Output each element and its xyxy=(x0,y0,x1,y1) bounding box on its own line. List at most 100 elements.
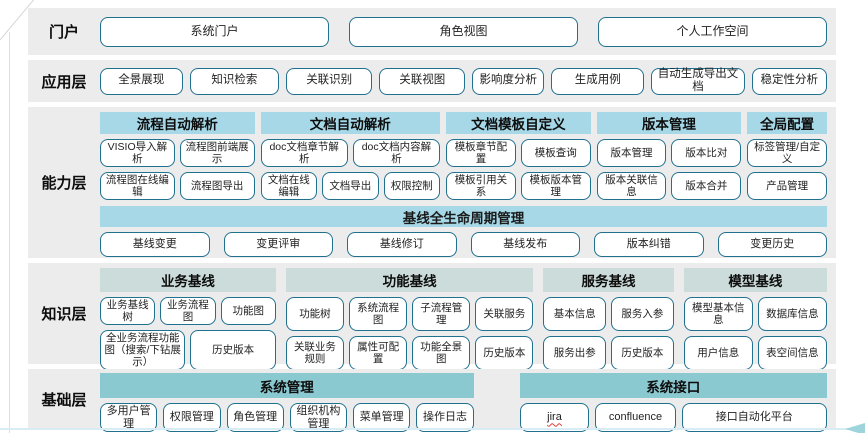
module-chip: 模板版本管理 xyxy=(520,172,591,201)
module-chip: 模板章节配置 xyxy=(446,139,516,168)
module-chip: 全景展现 xyxy=(100,67,183,95)
module-chip: 用户信息 xyxy=(683,336,753,371)
group-header: 全局配置 xyxy=(747,112,827,134)
knowledge-layer-label: 知识层 xyxy=(41,306,87,323)
module-chip: 表空间信息 xyxy=(757,336,827,371)
chip-row: 产品管理 xyxy=(747,172,827,201)
module-chip: 组织机构管理 xyxy=(289,403,348,433)
foundation-layer-label: 基础层 xyxy=(41,391,87,409)
module-chip: 模板引用关系 xyxy=(446,172,516,201)
module-chip: 个人工作空间 xyxy=(598,16,827,47)
module-chip: 历史版本 xyxy=(475,336,534,371)
module-chip: 历史版本 xyxy=(611,336,674,371)
module-chip: 产品管理 xyxy=(747,172,827,201)
module-chip: 自动生成导出文档 xyxy=(651,67,745,95)
module-chip: 知识检索 xyxy=(189,67,280,95)
module-chip: 关联识别 xyxy=(286,67,373,95)
module-chip: 版本合并 xyxy=(671,172,742,201)
capability-group: 文档模板自定义模板章节配置模板查询模板引用关系模板版本管理 xyxy=(446,112,591,201)
module-chip: 基本信息 xyxy=(543,297,607,332)
module-chip: 关联视图 xyxy=(379,67,466,95)
module-chip: 标签管理/自定义 xyxy=(747,139,827,168)
group-header: 系统接口 xyxy=(519,373,827,398)
bottom-decorative-line xyxy=(0,428,848,430)
module-chip: 基线变更 xyxy=(100,232,210,258)
application-layer-label: 应用层 xyxy=(41,73,87,91)
knowledge-group: 模型基线模型基本信息数据库信息用户信息表空间信息 xyxy=(683,268,827,371)
chip-row: 多用户管理权限管理角色管理组织机构管理菜单管理操作日志 xyxy=(100,403,474,433)
module-chip: 流程图前端展示 xyxy=(179,139,255,168)
module-chip: 业务流程图 xyxy=(160,297,216,326)
layer-band-foundation: 基础层 系统管理多用户管理权限管理角色管理组织机构管理菜单管理操作日志 系统接口 j… xyxy=(28,369,836,433)
module-chip: 版本比对 xyxy=(671,139,742,168)
knowledge-group: 业务基线业务基线树业务流程图功能图全业务流程功能图（搜索/下钻展示）历史版本 xyxy=(100,268,276,371)
group-header: 功能基线 xyxy=(285,268,534,292)
module-chip: 生成用例 xyxy=(551,67,645,95)
portal-items-row: 系统门户角色视图个人工作空间 xyxy=(100,8,827,55)
module-chip: 基线发布 xyxy=(470,232,580,258)
module-chip: 服务出参 xyxy=(543,336,607,371)
capability-layer-label: 能力层 xyxy=(41,175,87,192)
module-chip: 关联业务规则 xyxy=(285,336,345,371)
module-chip: 关联服务 xyxy=(475,297,534,332)
chip-row: 文档在线编辑文档导出权限控制 xyxy=(260,172,441,201)
module-chip: 角色管理 xyxy=(226,403,284,433)
group-header: 版本管理 xyxy=(596,112,742,134)
chip-row: 标签管理/自定义 xyxy=(747,139,827,168)
chip-row: 模板章节配置模板查询 xyxy=(446,139,591,168)
module-chip: 流程图在线编辑 xyxy=(100,172,175,201)
module-chip: 系统门户 xyxy=(100,16,329,47)
group-header-baseline-lifecycle: 基线全生命周期管理 xyxy=(100,206,827,228)
chip-row: 服务出参历史版本 xyxy=(543,336,674,371)
module-chip: 权限管理 xyxy=(163,403,221,433)
chip-row: 全业务流程功能图（搜索/下钻展示）历史版本 xyxy=(100,330,276,371)
module-chip: 版本管理 xyxy=(596,139,667,168)
module-chip: 文档导出 xyxy=(322,172,379,201)
portal-layer-label: 门户 xyxy=(48,24,79,41)
module-chip: 操作日志 xyxy=(416,403,474,433)
application-items-row: 全景展现知识检索关联识别关联视图影响度分析生成用例自动生成导出文档稳定性分析 xyxy=(100,60,827,102)
module-chip: 历史版本 xyxy=(190,330,276,371)
layer-band-knowledge: 知识层 业务基线业务基线树业务流程图功能图全业务流程功能图（搜索/下钻展示）历史… xyxy=(28,263,836,371)
group-header: 业务基线 xyxy=(100,268,276,292)
chip-row: 版本管理版本比对 xyxy=(596,139,742,168)
module-chip: 影响度分析 xyxy=(472,67,545,95)
module-chip: 系统流程图 xyxy=(349,297,408,332)
group-header: 流程自动解析 xyxy=(100,112,255,134)
foundation-group: 系统管理多用户管理权限管理角色管理组织机构管理菜单管理操作日志 xyxy=(100,373,474,433)
module-chip: 角色视图 xyxy=(349,16,578,47)
module-chip: 全业务流程功能图（搜索/下钻展示） xyxy=(100,330,186,371)
chip-row: 功能树系统流程图子流程管理关联服务 xyxy=(285,297,534,332)
module-chip: 多用户管理 xyxy=(100,403,158,433)
chip-row: 模型基本信息数据库信息 xyxy=(683,297,827,332)
module-chip: 功能全景图 xyxy=(412,336,471,371)
module-chip: VISIO导入解析 xyxy=(100,139,175,168)
module-chip: 版本关联信息 xyxy=(596,172,667,201)
baseline-items-row: 基线变更变更评审基线修订基线发布版本纠错变更历史 xyxy=(100,232,827,258)
group-header: 文档自动解析 xyxy=(260,112,441,134)
chip-row: VISIO导入解析流程图前端展示 xyxy=(100,139,255,168)
knowledge-group: 服务基线基本信息服务入参服务出参历史版本 xyxy=(543,268,674,371)
chip-row: 基本信息服务入参 xyxy=(543,297,674,332)
knowledge-groups: 业务基线业务基线树业务流程图功能图全业务流程功能图（搜索/下钻展示）历史版本功能… xyxy=(100,263,827,371)
module-chip: 变更历史 xyxy=(717,232,827,258)
module-chip: 模型基本信息 xyxy=(683,297,753,332)
layer-band-application: 应用层 全景展现知识检索关联识别关联视图影响度分析生成用例自动生成导出文档稳定性… xyxy=(28,60,836,102)
module-chip: jira xyxy=(519,403,590,433)
baseline-lifecycle-section: 基线全生命周期管理 基线变更变更评审基线修订基线发布版本纠错变更历史 xyxy=(100,206,827,258)
module-chip: 属性可配置 xyxy=(349,336,408,371)
chip-row: 关联业务规则属性可配置功能全景图历史版本 xyxy=(285,336,534,371)
group-header: 模型基线 xyxy=(683,268,827,292)
chip-row: 业务基线树业务流程图功能图 xyxy=(100,297,276,326)
group-header: 服务基线 xyxy=(543,268,674,292)
module-chip: 变更评审 xyxy=(223,232,333,258)
module-chip: doc文档内容解析 xyxy=(352,139,441,168)
